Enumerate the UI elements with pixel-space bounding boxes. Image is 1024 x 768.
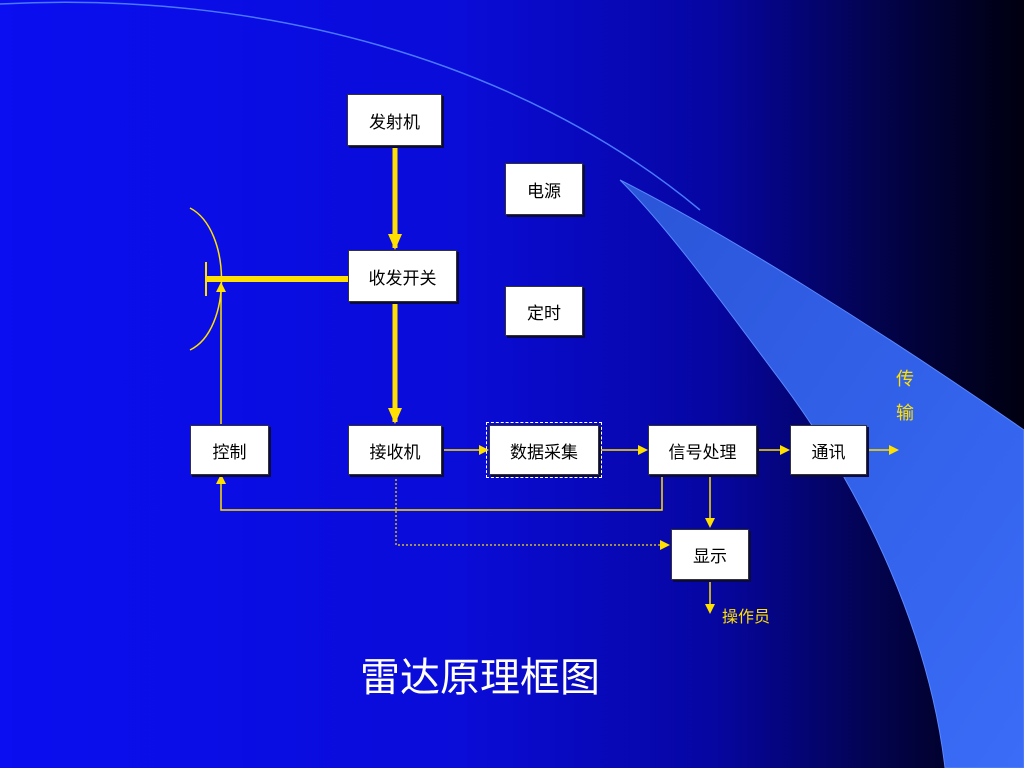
data-acquisition-label: 数据采集 — [510, 442, 578, 463]
timing-label: 定时 — [527, 303, 561, 324]
signal-processing-block: 信号处理 — [648, 425, 757, 475]
communication-label: 通讯 — [811, 442, 846, 463]
receiver-block: 接收机 — [348, 425, 442, 475]
duplexer-label: 收发开关 — [368, 268, 437, 289]
control-block: 控制 — [190, 425, 269, 475]
display-block: 显示 — [671, 529, 749, 580]
transmission-label: 传输 — [896, 369, 914, 424]
background-wedge — [619, 179, 1024, 768]
control-label: 控制 — [212, 442, 247, 463]
transmitter-label: 发射机 — [369, 112, 420, 133]
transmitter-block: 发射机 — [347, 94, 442, 146]
receiver-to-display-dotted-arrow — [395, 475, 670, 550]
background-arc — [0, 1, 701, 211]
slide-title: 雷达原理框图 — [360, 655, 600, 701]
signal-processing-label: 信号处理 — [668, 442, 737, 463]
operator-label: 操作员 — [722, 607, 771, 626]
display-label: 显示 — [693, 547, 727, 567]
communication-block: 通讯 — [790, 425, 867, 475]
timing-block: 定时 — [505, 286, 583, 336]
processing-to-control-feedback-arrow — [216, 474, 663, 511]
receiver-label: 接收机 — [369, 442, 421, 463]
power-block: 电源 — [505, 163, 583, 215]
duplexer-block: 收发开关 — [348, 250, 457, 302]
power-label: 电源 — [527, 181, 561, 202]
data-acquisition-block: 数据采集 — [486, 422, 602, 478]
